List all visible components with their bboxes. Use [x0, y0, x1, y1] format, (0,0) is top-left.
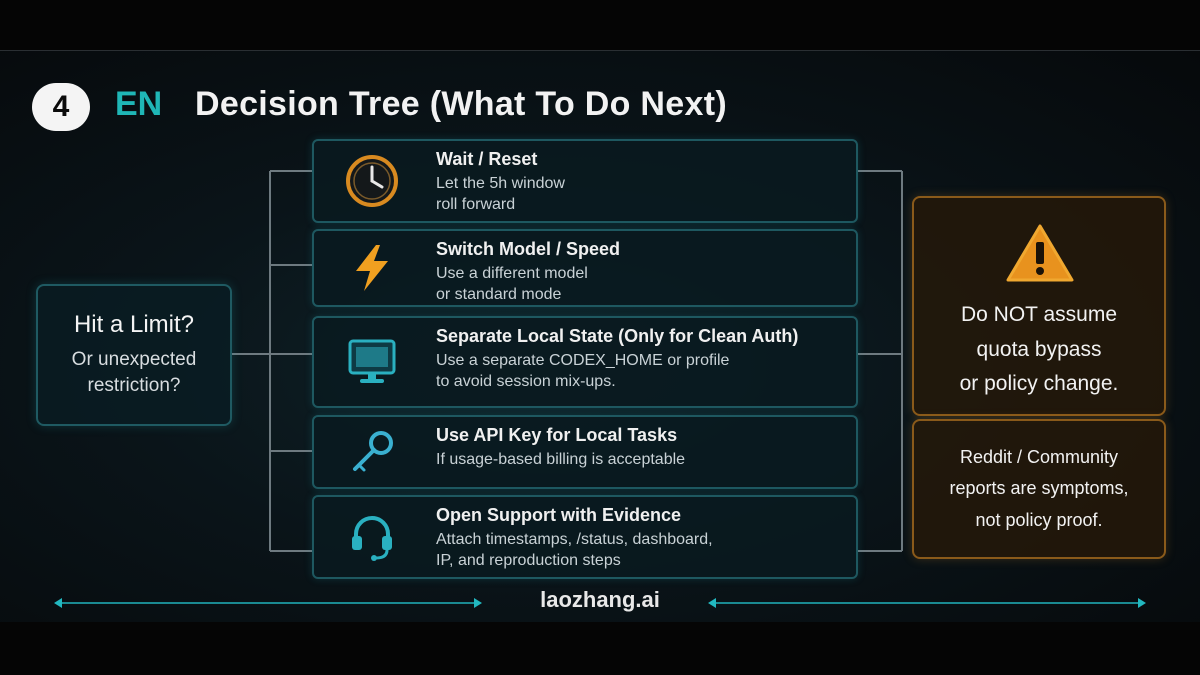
option-desc-line1: Use a different model — [436, 265, 588, 282]
option-title: Open Support with Evidence — [436, 505, 682, 525]
monitor-icon — [342, 332, 402, 392]
key-icon — [342, 422, 402, 482]
option-desc-line2: roll forward — [436, 195, 516, 213]
option-title: Use API Key for Local Tasks — [436, 425, 678, 445]
note-line2: reports are symptoms, — [949, 478, 1129, 499]
option-title: Separate Local State (Only for Clean Aut… — [436, 326, 799, 346]
option-desc-line1: If usage-based billing is acceptable — [436, 451, 686, 468]
start-subtitle-line2: restriction? — [87, 375, 181, 396]
note-line1: Reddit / Community — [959, 446, 1119, 467]
headset-icon — [342, 507, 402, 567]
option-desc-line1: Let the 5h window — [436, 175, 565, 192]
option-desc-line1: Attach timestamps, /status, dashboard, — [436, 531, 713, 548]
option-desc-line2: or standard mode — [436, 285, 562, 303]
slide: 4 EN Decision Tree (What To Do Next) — [0, 50, 1200, 622]
letterbox-top — [0, 0, 1200, 50]
footer-brand: laozhang.ai — [540, 587, 660, 612]
option-desc-line1: Use a separate CODEX_HOME or profile — [436, 352, 730, 369]
option-open-support: Open Support with Evidence Attach timest… — [312, 495, 858, 579]
warning-line2: quota bypass — [976, 337, 1102, 361]
warning-box: Do NOT assume quota bypass or policy cha… — [912, 196, 1166, 416]
step-number-badge: 4 — [32, 83, 90, 131]
option-title: Switch Model / Speed — [436, 239, 621, 259]
warning-line1: Do NOT assume — [961, 303, 1117, 326]
start-title: Hit a Limit? — [73, 311, 195, 339]
clock-icon — [342, 151, 402, 211]
community-note-box: Reddit / Community reports are symptoms,… — [912, 419, 1166, 559]
option-desc-line2: IP, and reproduction steps — [436, 551, 621, 569]
option-separate-local-state: Separate Local State (Only for Clean Aut… — [312, 316, 858, 408]
letterbox-bottom — [0, 622, 1200, 675]
option-switch-model: Switch Model / Speed Use a different mod… — [312, 229, 858, 307]
option-title: Wait / Reset — [436, 149, 538, 169]
option-wait-reset: Wait / Reset Let the 5h window roll forw… — [312, 139, 858, 223]
option-desc-line2: to avoid session mix-ups. — [436, 372, 616, 390]
start-node: Hit a Limit? Or unexpected restriction? — [36, 284, 232, 426]
warning-line3: or policy change. — [959, 372, 1119, 396]
language-tag: EN — [115, 85, 163, 123]
warning-triangle-icon — [1004, 222, 1076, 284]
note-line3: not policy proof. — [975, 509, 1103, 530]
lightning-icon — [342, 238, 402, 298]
page-title: Decision Tree (What To Do Next) — [195, 85, 727, 123]
start-subtitle-line1: Or unexpected — [71, 349, 197, 371]
option-api-key: Use API Key for Local Tasks If usage-bas… — [312, 415, 858, 489]
